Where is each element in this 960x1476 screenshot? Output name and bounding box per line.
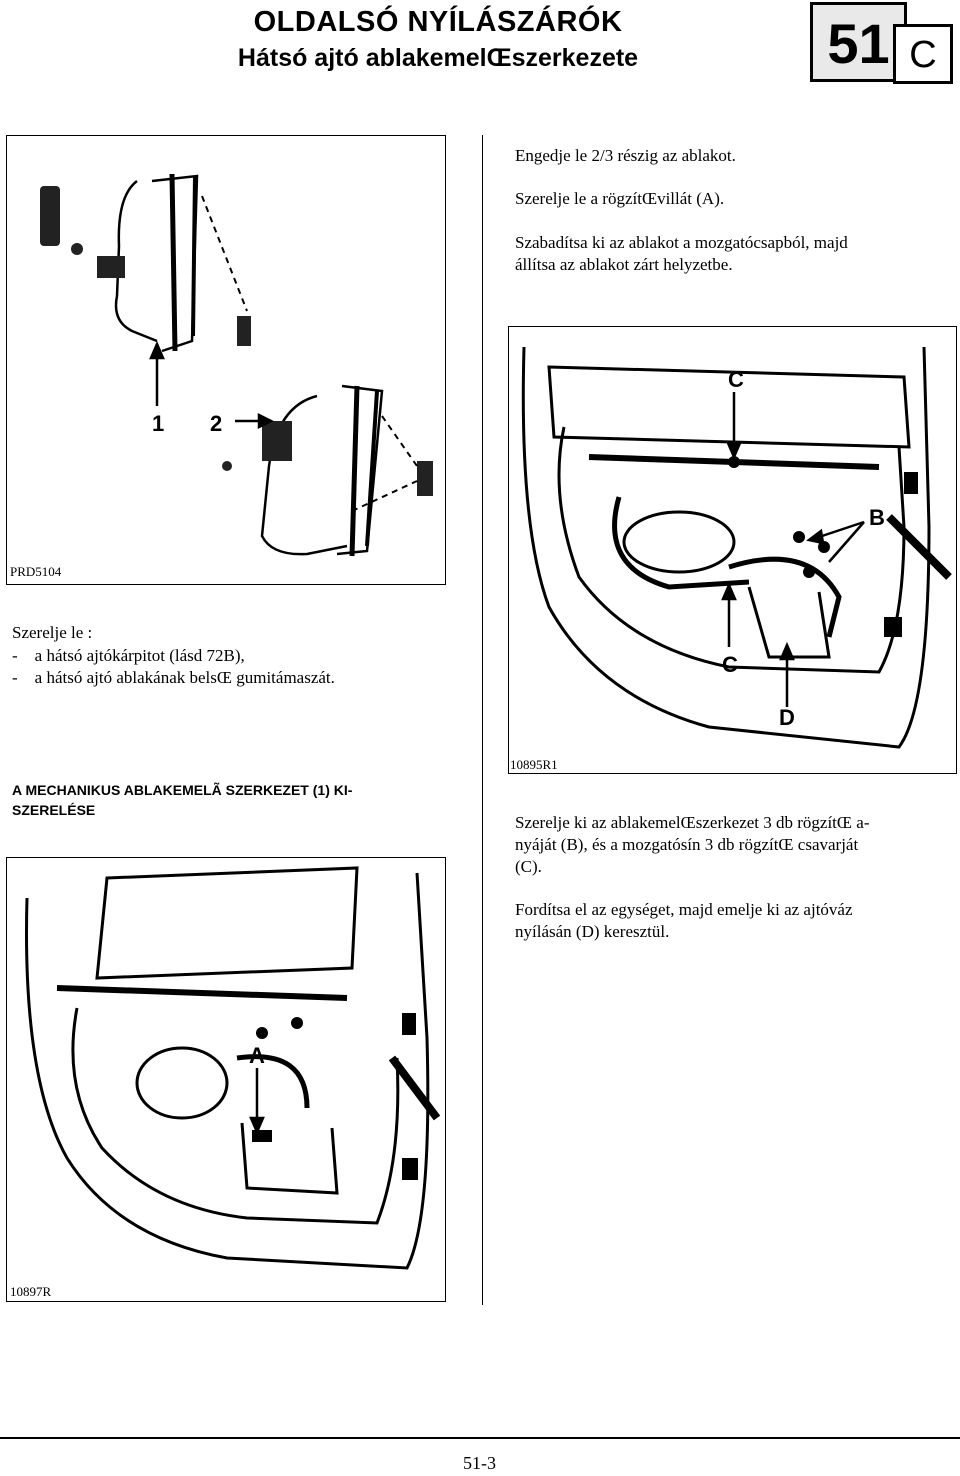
callout-c-bottom: C [722,652,738,677]
instruction-lower-window: Engedje le 2/3 részig az ablakot. [515,146,736,165]
figure-regulator-mechanism: 1 2 PRD5104 [6,135,446,585]
regulator-rail [56,985,348,1001]
cable-lower [260,394,348,556]
column-divider [482,135,483,1305]
page-title: OLDALSÓ NYÍLÁSZÁRÓK [253,6,623,38]
door-panel-drawing: C B C D [521,346,952,749]
callout-c-top: C [728,367,744,392]
figure-ref: 10897R [10,1284,52,1299]
figure-ref: PRD5104 [10,564,62,579]
regulator-drawing: 1 2 [40,173,433,557]
figure-door-inner-panel: C B C D [508,326,957,774]
figure-ref: 10895R1 [510,757,558,772]
instruction-remove-nuts: Szerelje ki az ablakemelŒszerkezet 3 db … [515,813,870,876]
section-heading-line2: SZERELÉSE [12,802,96,818]
figure-door-fork: A 10897R [6,857,446,1302]
callout-1: 1 [152,411,164,436]
rail-lower [349,385,360,557]
callout-b: B [869,505,885,530]
page-subtitle: Hátsó ajtó ablakemelŒszerkezete [237,44,639,72]
door-fork-drawing: A [25,866,441,1270]
clip-part-lower [417,461,433,496]
page-number: 51-3 [463,1453,496,1473]
door-outline [521,346,931,749]
instruction-rotate-lift: Fordítsa el az egységet, majd emelje ki … [515,900,853,941]
remove-item-window-seal: - a hátsó ajtó ablakának belsŒ gumitámas… [12,668,335,687]
bracket-left [40,186,60,246]
footer-rule [0,1437,960,1439]
instruction-remove-fork: Szerelje le a rögzítŒvillát (A). [515,189,725,208]
section-heading: A MECHANIKUS ABLAKEMELÃ SZERKEZET (1) KI… [12,780,432,820]
section-heading-line1: A MECHANIKUS ABLAKEMELÃ SZERKEZET (1) KI… [12,782,353,798]
instruction-free-window-cont: állítsa az ablakot zárt helyzetbe. [515,255,733,274]
callout-d: D [779,705,795,730]
clip-part [237,316,251,346]
callout-a: A [249,1043,265,1068]
rail-upper [169,173,178,352]
door-outline [25,872,430,1270]
remove-intro: Szerelje le : [12,623,93,642]
instruction-free-window: Szabadítsa ki az ablakot a mozgatócsapbó… [515,233,848,252]
section-letter-box: C [893,24,953,84]
remove-item-door-trim: - a hátsó ajtókárpitot (lásd 72B), [12,646,245,665]
callout-2: 2 [210,411,222,436]
section-number-box: 51 [810,2,907,82]
